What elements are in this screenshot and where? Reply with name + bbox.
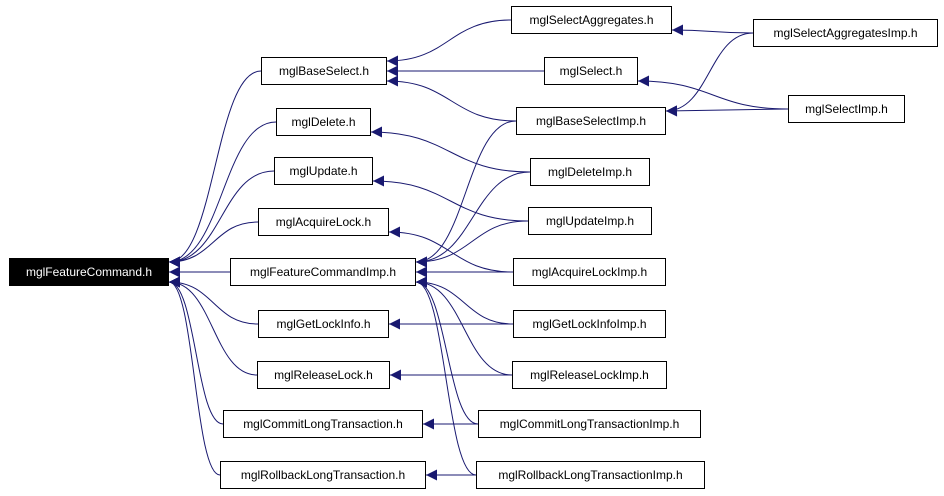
node-mgldeleteimp-h[interactable]: mglDeleteImp.h (530, 158, 650, 186)
edge-acquire-lock-to-root (168, 221, 259, 268)
edge-select-aggregates-to-base-select (386, 19, 512, 67)
node-mglselectimp-h[interactable]: mglSelectImp.h (788, 95, 905, 123)
edge-acquire-lock-imp-to-acquire-lock (388, 226, 514, 273)
edge-base-select-imp-to-feature-command-imp (415, 120, 517, 268)
node-mglselectaggregates-h[interactable]: mglSelectAggregates.h (511, 6, 672, 34)
node-mglselect-h[interactable]: mglSelect.h (544, 57, 638, 85)
node-mglbaseselectimp-h[interactable]: mglBaseSelectImp.h (516, 107, 666, 135)
edge-select-imp-to-base-select-imp (665, 105, 789, 117)
node-mglupdate-h[interactable]: mglUpdate.h (274, 157, 373, 185)
edge-delete-imp-to-feature-command-imp (415, 171, 531, 268)
edge-update-to-root (168, 170, 275, 268)
edge-get-lock-info-imp-to-feature-command-imp (415, 276, 514, 325)
node-mglacquirelock-h[interactable]: mglAcquireLock.h (258, 208, 389, 236)
edge-commit-long-transaction-to-root (168, 276, 224, 425)
node-mglupdateimp-h[interactable]: mglUpdateImp.h (528, 207, 652, 235)
edge-base-select-to-root (168, 70, 262, 268)
edge-rollback-long-transaction-imp-to-feature-command-imp (415, 276, 477, 476)
node-mglfeaturecommand-h: mglFeatureCommand.h (9, 258, 169, 286)
node-mgldelete-h[interactable]: mglDelete.h (276, 108, 371, 136)
node-mglcommitlongtransactionimp-h[interactable]: mglCommitLongTransactionImp.h (478, 410, 701, 438)
node-mglacquirelockimp-h[interactable]: mglAcquireLockImp.h (513, 258, 666, 286)
edge-select-imp-to-select (637, 75, 789, 110)
edge-get-lock-info-to-root (168, 276, 259, 325)
edge-delete-imp-to-delete (370, 126, 531, 173)
edge-update-imp-to-feature-command-imp (415, 220, 529, 268)
node-mglrollbacklongtransaction-h[interactable]: mglRollbackLongTransaction.h (220, 461, 426, 489)
node-mglgetlockinfoimp-h[interactable]: mglGetLockInfoImp.h (513, 310, 666, 338)
node-mglselectaggregatesimp-h[interactable]: mglSelectAggregatesImp.h (753, 19, 938, 47)
edge-select-aggregates-imp-to-base-select-imp (665, 32, 754, 117)
edge-base-select-imp-to-base-select (386, 75, 517, 122)
node-mglcommitlongtransaction-h[interactable]: mglCommitLongTransaction.h (223, 410, 423, 438)
edge-select-aggregates-imp-to-select-aggregates (671, 24, 754, 36)
edge-release-lock-imp-to-feature-command-imp (415, 276, 513, 376)
node-mglreleaselockimp-h[interactable]: mglReleaseLockImp.h (512, 361, 667, 389)
node-mglbaseselect-h[interactable]: mglBaseSelect.h (261, 57, 387, 85)
edge-rollback-long-transaction-to-root (168, 276, 221, 476)
node-mglreleaselock-h[interactable]: mglReleaseLock.h (257, 361, 390, 389)
edge-commit-long-transaction-imp-to-feature-command-imp (415, 276, 479, 425)
edge-delete-to-root (168, 121, 277, 268)
edge-release-lock-to-root (168, 276, 258, 376)
node-mglfeaturecommandimp-h[interactable]: mglFeatureCommandImp.h (230, 258, 416, 286)
node-mglgetlockinfo-h[interactable]: mglGetLockInfo.h (258, 310, 389, 338)
edge-update-imp-to-update (372, 175, 529, 222)
node-mglrollbacklongtransactionimp-h[interactable]: mglRollbackLongTransactionImp.h (476, 461, 705, 489)
